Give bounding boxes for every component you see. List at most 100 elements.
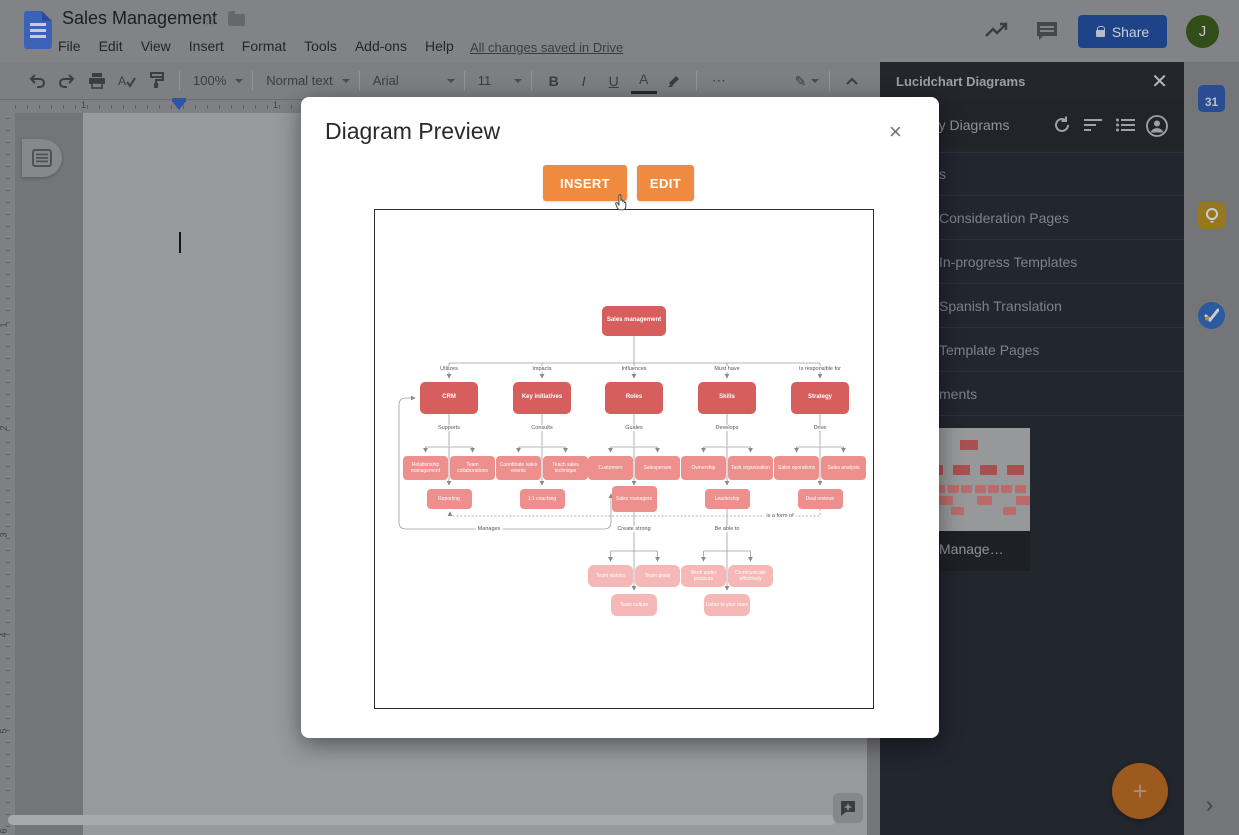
comments-icon[interactable]	[1035, 20, 1059, 49]
menu-file[interactable]: File	[58, 38, 81, 54]
print-icon[interactable]	[84, 68, 110, 94]
edge-label: Create strong	[615, 526, 653, 532]
tasks-icon[interactable]	[1198, 302, 1225, 329]
redo-icon[interactable]	[54, 68, 80, 94]
account-icon[interactable]	[1146, 115, 1168, 142]
insert-button[interactable]: INSERT	[543, 165, 627, 201]
bold-button[interactable]: B	[548, 72, 559, 89]
zoom-select[interactable]: 100%	[189, 68, 244, 94]
sidebar-item-label: ments	[939, 385, 978, 402]
vertical-ruler[interactable]: 123456	[0, 113, 15, 835]
menu-view[interactable]: View	[140, 38, 171, 54]
diagram-node: Reporting	[426, 489, 472, 509]
diagram-node: Skills	[698, 382, 756, 414]
more-options-button[interactable]: ⋯	[711, 72, 726, 88]
close-icon[interactable]: ✕	[1151, 70, 1168, 93]
workspace-rail: 31 ›	[1184, 62, 1239, 835]
thumb-node	[947, 485, 959, 493]
paint-format-icon[interactable]	[144, 68, 170, 94]
paragraph-style-select[interactable]: Normal text	[262, 68, 350, 94]
edge-label: Guides	[623, 425, 645, 431]
edge-label: Drive	[811, 425, 829, 431]
save-status-link[interactable]: All changes saved in Drive	[470, 40, 624, 55]
sidebar-item-3[interactable]: Spanish Translation	[880, 284, 1184, 328]
edge-label: Supports	[435, 425, 463, 431]
avatar[interactable]: J	[1186, 15, 1219, 48]
italic-button[interactable]: I	[581, 72, 586, 89]
diagram-node: Leadership	[704, 489, 750, 509]
insights-icon[interactable]	[984, 20, 1010, 47]
menu-insert[interactable]: Insert	[188, 38, 224, 54]
menu-help[interactable]: Help	[424, 38, 454, 54]
chevron-down-icon	[446, 78, 455, 83]
thumb-node	[1007, 465, 1024, 475]
thumb-node	[960, 440, 978, 450]
sort-icon[interactable]	[1084, 118, 1104, 137]
sidebar-item-2[interactable]: In-progress Templates	[880, 240, 1184, 284]
thumb-node	[953, 465, 970, 475]
menu-addons[interactable]: Add-ons	[354, 38, 407, 54]
docs-logo-icon[interactable]	[24, 11, 52, 49]
v-ruler-number: 1	[0, 322, 9, 327]
diagram-node: Relationship management	[403, 456, 448, 480]
diagram-node: Sales management	[602, 306, 666, 336]
sidebar-item-4[interactable]: Template Pages	[880, 328, 1184, 372]
thumb-node	[961, 485, 973, 493]
list-view-icon[interactable]	[1116, 118, 1136, 137]
horizontal-scrollbar[interactable]	[8, 815, 836, 825]
explore-button[interactable]	[833, 793, 863, 823]
sidebar-item-label: Spanish Translation	[939, 297, 1062, 314]
menu-tools[interactable]: Tools	[304, 38, 337, 54]
sidebar-item-5[interactable]: ments	[880, 372, 1184, 416]
thumb-node	[951, 507, 964, 515]
thumb-node	[938, 496, 953, 505]
edge-label: Must have	[712, 366, 742, 372]
sidebar-item-1[interactable]: Consideration Pages	[880, 196, 1184, 240]
star-icon[interactable]: ☆	[202, 10, 218, 29]
edge-label: Develops	[713, 425, 741, 431]
diagram-node: Salesperson	[635, 456, 680, 480]
undo-icon[interactable]	[24, 68, 50, 94]
sidebar-item-0[interactable]: s	[880, 152, 1184, 196]
thumb-node	[1003, 507, 1016, 515]
collapse-toolbar-icon[interactable]	[839, 68, 865, 94]
add-diagram-fab[interactable]: +	[1112, 763, 1168, 819]
folder-icon[interactable]	[228, 11, 245, 26]
close-icon[interactable]: ×	[889, 119, 902, 144]
v-ruler-number: 6	[0, 828, 9, 833]
spellcheck-icon[interactable]: A	[114, 68, 140, 94]
keep-icon[interactable]	[1198, 202, 1225, 229]
sidebar-item-label: Consideration Pages	[939, 209, 1069, 226]
indent-marker[interactable]	[172, 98, 186, 110]
edge-label: is a form of	[764, 513, 796, 519]
calendar-icon[interactable]: 31	[1198, 85, 1225, 112]
menu-edit[interactable]: Edit	[98, 38, 123, 54]
editing-mode-pen-icon[interactable]: ✎	[794, 68, 820, 94]
chevron-down-icon	[341, 78, 350, 83]
edit-button[interactable]: EDIT	[637, 165, 694, 201]
edge-label: Consults	[529, 425, 555, 431]
sidebar-item-label: s	[939, 166, 946, 182]
thumb-node	[988, 485, 999, 493]
diagram-node: Team culture	[611, 594, 657, 616]
sidebar-item-label: In-progress Templates	[939, 253, 1078, 270]
svg-text:A: A	[118, 74, 126, 88]
lock-icon	[1095, 25, 1106, 37]
underline-button[interactable]: U	[608, 72, 619, 89]
share-button[interactable]: Share	[1078, 15, 1167, 48]
mouse-cursor-hand	[614, 192, 631, 216]
text-color-button[interactable]: A	[630, 68, 657, 94]
menu-format[interactable]: Format	[241, 38, 287, 54]
highlight-icon[interactable]	[661, 68, 687, 94]
document-title[interactable]: Sales Management	[62, 8, 218, 28]
v-ruler-number: 5	[0, 728, 9, 733]
thumb-node	[974, 485, 986, 493]
font-select[interactable]: Arial	[369, 68, 455, 94]
refresh-icon[interactable]	[1052, 115, 1072, 140]
show-outline-button[interactable]	[22, 139, 62, 177]
collapse-rail-chevron[interactable]: ›	[1206, 792, 1214, 817]
chevron-down-icon	[513, 78, 522, 83]
chevron-down-icon	[811, 79, 820, 83]
font-size-select[interactable]: 11	[474, 68, 522, 94]
